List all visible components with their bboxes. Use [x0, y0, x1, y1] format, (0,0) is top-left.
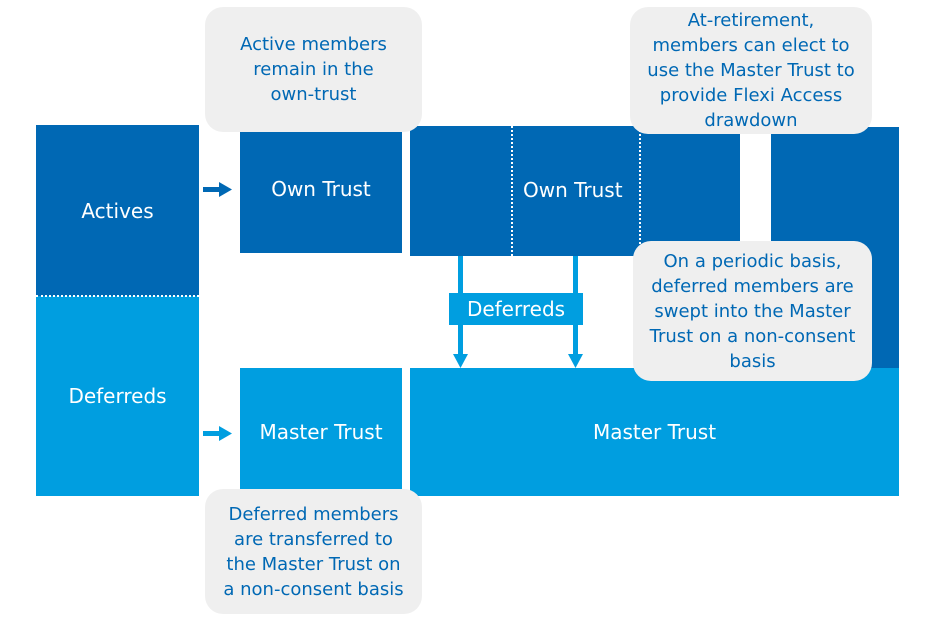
own-trust-box-middle: Own Trust: [240, 125, 402, 253]
callout-at-retirement: At-retirement, members can elect to use …: [630, 7, 872, 134]
deferreds-label: Deferreds: [68, 384, 167, 408]
deferreds-tag-label: Deferreds: [466, 297, 566, 321]
own-trust-box-right: Own Trust: [410, 126, 740, 256]
master-trust-box-right: Master Trust: [410, 368, 899, 496]
left-divider: [36, 295, 199, 297]
actives-arrow: [203, 182, 232, 197]
callout-active-members: Active members remain in the own-trust: [205, 7, 422, 132]
callout-deferred-transferred: Deferred members are transferred to the …: [205, 489, 422, 614]
own-trust-divider-left: [511, 126, 513, 256]
own-trust-divider-right: [639, 126, 641, 256]
deferreds-block: Deferreds: [36, 296, 199, 496]
own-trust-label-right: Own Trust: [523, 178, 623, 202]
actives-label: Actives: [81, 198, 154, 223]
deferreds-arrow: [203, 426, 232, 441]
master-trust-box-middle: Master Trust: [240, 368, 402, 496]
callout-periodic-basis: On a periodic basis, deferred members ar…: [633, 241, 872, 381]
master-trust-label-middle: Master Trust: [259, 420, 383, 444]
deferreds-tag: Deferreds: [449, 293, 583, 325]
master-trust-label-right: Master Trust: [592, 420, 717, 444]
own-trust-label-middle: Own Trust: [271, 177, 371, 201]
actives-block: Actives: [36, 125, 199, 296]
